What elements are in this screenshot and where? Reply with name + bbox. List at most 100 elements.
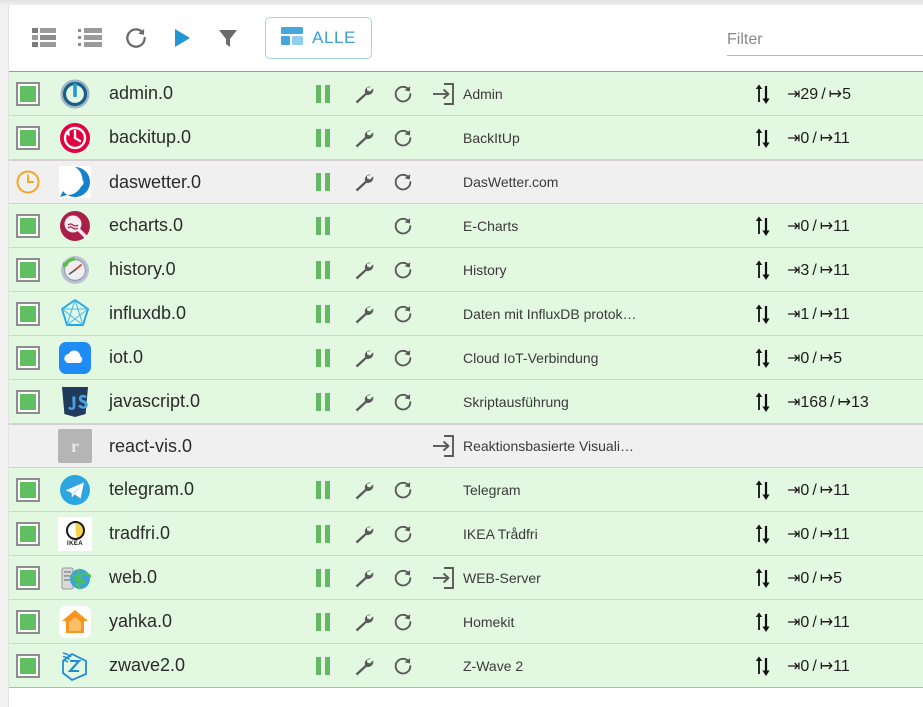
search-input[interactable]: [727, 29, 923, 56]
restart-icon[interactable]: [383, 470, 423, 510]
out-count: ↦5: [819, 349, 843, 367]
restart-icon[interactable]: [383, 250, 423, 290]
restart-icon[interactable]: [383, 294, 423, 334]
status-badge-running[interactable]: [9, 477, 47, 502]
pause-icon[interactable]: [303, 602, 343, 642]
wrench-icon[interactable]: [343, 558, 383, 598]
history-icon: [47, 254, 103, 286]
status-badge-running[interactable]: [9, 521, 47, 546]
pause-icon[interactable]: [303, 74, 343, 114]
row-actions: [303, 426, 463, 466]
pause-icon[interactable]: [303, 646, 343, 686]
pause-icon[interactable]: [303, 558, 343, 598]
web-icon: [47, 562, 103, 594]
pause-icon[interactable]: [303, 250, 343, 290]
status-badge-running[interactable]: [9, 125, 47, 150]
wrench-icon[interactable]: [343, 162, 383, 202]
play-icon[interactable]: [159, 15, 205, 61]
list-view-detailed-icon[interactable]: [21, 15, 67, 61]
io-counts: ⇥1/↦11: [783, 304, 923, 324]
wrench-icon[interactable]: [343, 250, 383, 290]
restart-icon[interactable]: [383, 206, 423, 246]
out-count: ↦11: [819, 657, 850, 675]
io-counts: ⇥0/↦11: [783, 524, 923, 544]
instance-description: Admin: [463, 85, 503, 102]
wrench-icon[interactable]: [343, 118, 383, 158]
wrench-icon[interactable]: [343, 338, 383, 378]
status-badge-running[interactable]: [9, 213, 47, 238]
pause-icon[interactable]: [303, 206, 343, 246]
filter-icon[interactable]: [205, 15, 251, 61]
wrench-icon[interactable]: [343, 602, 383, 642]
open-instance-icon[interactable]: [423, 74, 463, 114]
counts-separator: /: [812, 305, 817, 323]
in-count: ⇥29: [787, 85, 819, 103]
pause-icon[interactable]: [303, 118, 343, 158]
pause-icon[interactable]: [303, 514, 343, 554]
status-badge-running[interactable]: [9, 609, 47, 634]
status-badge-running[interactable]: [9, 389, 47, 414]
wrench-icon[interactable]: [343, 514, 383, 554]
status-badge-running[interactable]: [9, 565, 47, 590]
status-badge-running[interactable]: [9, 653, 47, 678]
status-badge-running[interactable]: [9, 257, 47, 282]
status-badge-running[interactable]: [9, 301, 47, 326]
all-button[interactable]: ALLE: [265, 17, 372, 59]
io-counts: ⇥3/↦11: [783, 260, 923, 280]
instance-name: javascript.0: [109, 391, 201, 411]
pause-icon[interactable]: [303, 294, 343, 334]
pause-icon[interactable]: [303, 162, 343, 202]
io-counts: ⇥0/↦11: [783, 612, 923, 632]
status-badge-running[interactable]: [9, 345, 47, 370]
restart-icon[interactable]: [383, 74, 423, 114]
restart-icon[interactable]: [383, 118, 423, 158]
out-count: ↦11: [819, 129, 850, 147]
wrench-icon[interactable]: [343, 646, 383, 686]
row-actions: [303, 558, 463, 598]
in-count: ⇥168: [787, 393, 828, 411]
status-badge-running[interactable]: [9, 81, 47, 106]
restart-icon[interactable]: [383, 646, 423, 686]
wrench-icon[interactable]: [343, 294, 383, 334]
instance-name: tradfri.0: [109, 523, 171, 543]
row-actions: [303, 602, 463, 642]
pause-icon[interactable]: [303, 382, 343, 422]
status-badge-scheduled[interactable]: [9, 169, 47, 195]
in-count: ⇥0: [787, 525, 810, 543]
restart-icon[interactable]: [383, 382, 423, 422]
out-count: ↦11: [819, 261, 850, 279]
in-count: ⇥0: [787, 481, 810, 499]
wrench-icon[interactable]: [343, 470, 383, 510]
pause-icon[interactable]: [303, 338, 343, 378]
pause-icon[interactable]: [303, 470, 343, 510]
restart-icon[interactable]: [383, 338, 423, 378]
out-count: ↦5: [819, 569, 843, 587]
list-view-compact-icon[interactable]: [67, 15, 113, 61]
open-instance-icon[interactable]: [423, 426, 463, 466]
wrench-icon[interactable]: [343, 382, 383, 422]
out-count: ↦5: [828, 85, 851, 103]
restart-icon[interactable]: [383, 162, 423, 202]
action-placeholder: [383, 426, 423, 466]
admin-icon: [47, 78, 103, 110]
refresh-icon[interactable]: [113, 15, 159, 61]
restart-icon[interactable]: [383, 558, 423, 598]
open-instance-icon[interactable]: [423, 558, 463, 598]
restart-icon[interactable]: [383, 514, 423, 554]
restart-icon[interactable]: [383, 602, 423, 642]
wrench-icon[interactable]: [343, 74, 383, 114]
